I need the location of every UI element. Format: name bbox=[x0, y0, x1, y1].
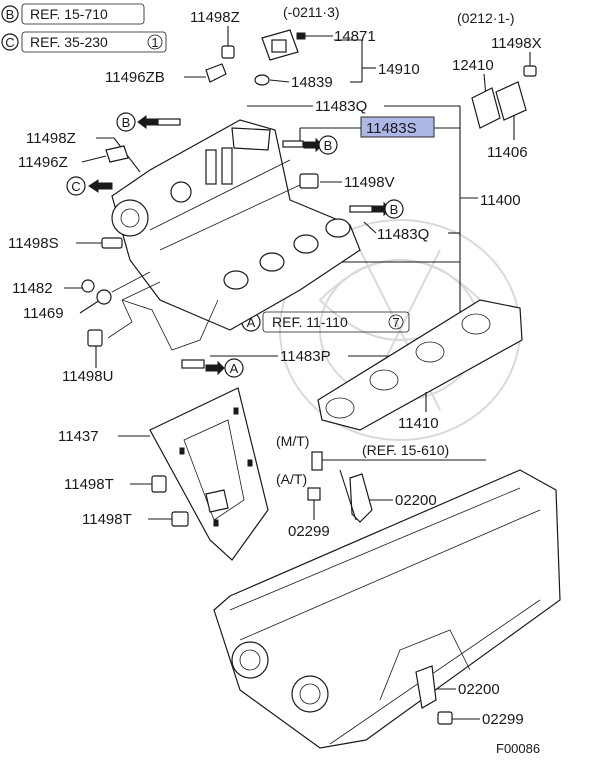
bolt-11498T-2 bbox=[171, 511, 189, 527]
svg-text:7: 7 bbox=[392, 315, 399, 330]
bolt-at bbox=[307, 487, 321, 501]
bracket-11496Z bbox=[105, 145, 129, 163]
svg-text:B: B bbox=[390, 202, 399, 217]
label-11498Z-left: 11498Z bbox=[26, 130, 76, 147]
svg-text:A: A bbox=[247, 315, 256, 330]
arrow-to-c bbox=[88, 179, 113, 193]
svg-text:B: B bbox=[324, 138, 333, 153]
plate-11406 bbox=[495, 81, 527, 121]
bolt-11498Z-top bbox=[221, 45, 235, 59]
label-14871: 14871 bbox=[334, 28, 376, 45]
bracket-11437 bbox=[149, 387, 269, 561]
label-14839: 14839 bbox=[291, 74, 333, 91]
bolt-mt bbox=[311, 451, 323, 471]
svg-text:C: C bbox=[71, 179, 80, 194]
nut-11482 bbox=[81, 279, 95, 293]
sensor-bracket-02200-1 bbox=[349, 473, 373, 523]
ref-a-marker-2 bbox=[224, 358, 244, 378]
intake-manifold-11400 bbox=[111, 119, 361, 331]
label-11483S-highlighted[interactable]: 11483S bbox=[360, 116, 435, 138]
label-ref-15-610: (REF. 15-610) bbox=[362, 442, 449, 458]
label-02299-2: 02299 bbox=[482, 711, 524, 728]
svg-text:REF. 15-710: REF. 15-710 bbox=[30, 6, 108, 22]
label-11498U: 11498U bbox=[62, 368, 113, 385]
gasket-11410 bbox=[317, 299, 523, 431]
label-02299-1: 02299 bbox=[288, 523, 330, 540]
label-mt: (M/T) bbox=[276, 433, 309, 449]
date-range-upper: (-0211·3) bbox=[283, 4, 340, 20]
cylinder-head bbox=[213, 469, 561, 749]
svg-text:A: A bbox=[230, 361, 239, 376]
bolt-11498V bbox=[299, 173, 319, 189]
stud-b-right bbox=[349, 205, 373, 213]
label-14910: 14910 bbox=[378, 61, 420, 78]
ref-b-marker-2 bbox=[116, 112, 136, 132]
ref-c-marker bbox=[66, 176, 86, 196]
label-11498X: 11498X bbox=[491, 35, 542, 52]
label-at: (A/T) bbox=[276, 471, 307, 487]
label-11498T-2: 11498T bbox=[82, 511, 132, 528]
date-range-right: (0212·1-) bbox=[457, 10, 515, 26]
stud-11483S bbox=[282, 140, 304, 148]
label-11498V: 11498V bbox=[344, 174, 395, 191]
legend-ref-c: C REF. 35-230 1 bbox=[1, 31, 167, 53]
label-11498T-1: 11498T bbox=[64, 476, 114, 493]
label-02200-2: 02200 bbox=[458, 681, 500, 698]
svg-text:C: C bbox=[5, 35, 14, 50]
label-11406: 11406 bbox=[487, 144, 528, 161]
bolt-11498X bbox=[523, 65, 537, 77]
bolt-11498S bbox=[101, 237, 123, 249]
label-12410: 12410 bbox=[452, 57, 494, 74]
label-11483P: 11483P bbox=[280, 348, 331, 365]
screw-14871 bbox=[296, 32, 306, 40]
label-11410: 11410 bbox=[398, 415, 439, 432]
bolt-02299-2 bbox=[437, 711, 453, 725]
legend-ref-b: B REF. 15-710 bbox=[1, 3, 145, 25]
label-02200-1: 02200 bbox=[395, 492, 437, 509]
washer-11469 bbox=[96, 289, 112, 305]
map-sensor-14910 bbox=[261, 29, 299, 61]
bolt-11498T-1 bbox=[151, 475, 167, 493]
ref-b-marker-3 bbox=[384, 199, 404, 219]
label-11496Z: 11496Z bbox=[18, 154, 68, 171]
label-11496ZB: 11496ZB bbox=[105, 69, 165, 86]
bracket-11496ZB bbox=[205, 63, 227, 83]
label-11437: 11437 bbox=[58, 428, 99, 445]
label-11482: 11482 bbox=[12, 280, 53, 297]
ref-a-text: REF. 11-110 bbox=[272, 314, 348, 330]
svg-text:REF. 35-230: REF. 35-230 bbox=[30, 34, 108, 50]
svg-text:B: B bbox=[122, 115, 131, 130]
svg-text:1: 1 bbox=[151, 35, 158, 50]
label-11483Q-top: 11483Q bbox=[315, 98, 367, 115]
sensor-bracket-02200-2 bbox=[415, 665, 437, 709]
gasket-12410 bbox=[471, 87, 501, 129]
arrow-to-b-2 bbox=[137, 115, 159, 129]
figure-id: F00086 bbox=[496, 741, 540, 756]
label-11498S: 11498S bbox=[8, 235, 59, 252]
label-11483Q-right: 11483Q bbox=[377, 226, 429, 243]
stud-b-left bbox=[157, 118, 181, 126]
ref-a-box bbox=[262, 311, 410, 333]
arrow-to-a bbox=[205, 360, 225, 376]
label-11469: 11469 bbox=[23, 305, 64, 322]
label-11400: 11400 bbox=[480, 192, 521, 209]
stud-11483P bbox=[181, 359, 205, 369]
ref-b-marker-1 bbox=[318, 135, 338, 155]
svg-text:B: B bbox=[6, 7, 15, 22]
svg-text:11483S: 11483S bbox=[366, 120, 417, 137]
bolt-11498U bbox=[87, 329, 103, 347]
o-ring-14839 bbox=[254, 74, 270, 86]
label-11498Z-top: 11498Z bbox=[190, 9, 240, 26]
